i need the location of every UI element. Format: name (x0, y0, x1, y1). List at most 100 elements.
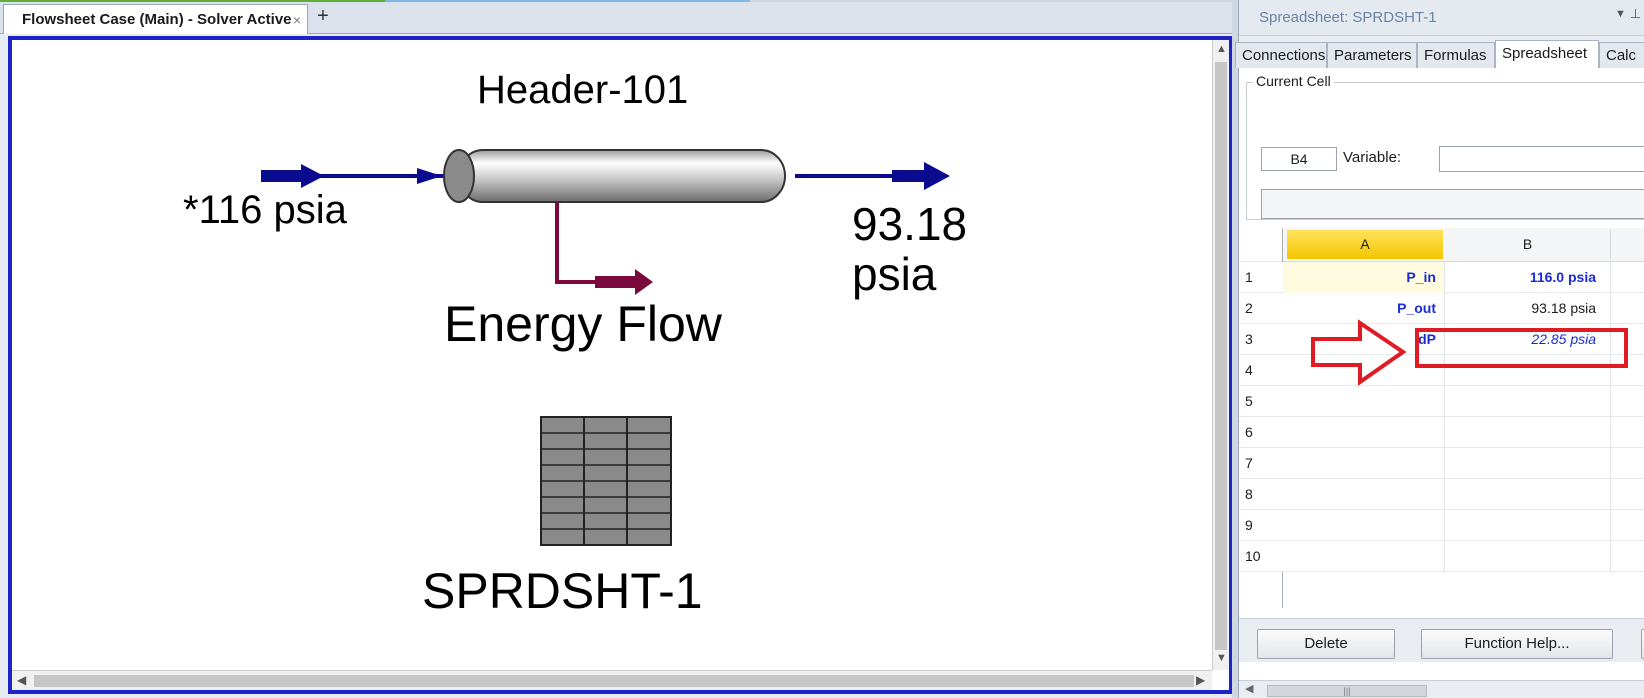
horizontal-scroll-thumb[interactable]: ||| (1267, 685, 1427, 697)
table-row: P_out 93.18 psia (1283, 293, 1644, 324)
cell-b2[interactable]: 93.18 psia (1445, 293, 1611, 324)
table-row (1283, 479, 1644, 510)
cell-a6[interactable] (1283, 417, 1445, 448)
tab-parameters[interactable]: Parameters (1327, 42, 1417, 68)
cell-a3[interactable]: dP (1283, 324, 1445, 355)
table-row: P_in 116.0 psia (1283, 262, 1644, 293)
cell-b8[interactable] (1445, 479, 1611, 510)
cell-b5[interactable] (1445, 386, 1611, 417)
table-row (1283, 541, 1644, 572)
variable-label: Variable: (1343, 149, 1402, 166)
cell-a4[interactable] (1283, 355, 1445, 386)
cell-b1[interactable]: 116.0 psia (1445, 262, 1611, 293)
flowsheet-drawing (261, 149, 950, 546)
function-help-button[interactable]: Function Help... (1421, 629, 1613, 659)
flowsheet-canvas[interactable]: Header-101 *116 psia 93.18 psia Energy F… (12, 40, 1212, 670)
cell-b3[interactable]: 22.85 psia (1445, 324, 1611, 355)
cell-a1[interactable]: P_in (1283, 262, 1445, 293)
scroll-right-icon[interactable]: ▶ (1196, 673, 1206, 687)
document-tab-strip: Flowsheet Case (Main) - Solver Active × … (0, 0, 1238, 34)
row-header-4[interactable]: 4 (1239, 355, 1283, 386)
property-view-titlebar: Spreadsheet: SPRDSHT-1 ▼ ⊥ (1239, 0, 1644, 36)
cell-b10[interactable] (1445, 541, 1611, 572)
current-cell-group: Current Cell B4 Variable: (1246, 73, 1644, 220)
spreadsheet-grid[interactable]: A B 1 P_in 116.0 psia 2 P_out 93.18 psia… (1239, 228, 1644, 608)
spreadsheet-tab-content: Current Cell B4 Variable: A B 1 P_in 11 (1239, 68, 1644, 698)
table-row (1283, 386, 1644, 417)
outlet-pressure-value[interactable]: 93.18 (852, 198, 968, 250)
pin-icon[interactable]: ⊥ (1630, 6, 1642, 21)
spreadsheet-icon[interactable] (540, 416, 672, 546)
spreadsheet-property-view: Spreadsheet: SPRDSHT-1 ▼ ⊥ Connections P… (1235, 0, 1644, 698)
cell-b7[interactable] (1445, 448, 1611, 479)
cell-a8[interactable] (1283, 479, 1445, 510)
cell-a10[interactable] (1283, 541, 1445, 572)
scroll-left-icon[interactable]: ◀ (17, 673, 27, 687)
vertical-scroll-thumb[interactable] (1215, 62, 1227, 650)
tab-spreadsheet[interactable]: Spreadsheet (1495, 40, 1599, 69)
tab-connections[interactable]: Connections (1235, 42, 1327, 68)
spreadsheet-label[interactable]: SPRDSHT-1 (422, 563, 703, 619)
overflow-button[interactable] (1641, 629, 1644, 659)
canvas-vertical-scrollbar[interactable]: ▲ ▼ (1212, 40, 1229, 670)
tab-strip-accent (0, 0, 1238, 2)
horizontal-scroll-thumb[interactable] (34, 675, 1194, 687)
table-row (1283, 448, 1644, 479)
tab-formulas[interactable]: Formulas (1417, 42, 1495, 68)
row-header-7[interactable]: 7 (1239, 448, 1283, 479)
column-header-b[interactable]: B (1445, 230, 1611, 259)
table-row (1283, 355, 1644, 386)
current-cell-reference: B4 (1261, 147, 1337, 171)
header-101-vessel[interactable] (443, 149, 786, 203)
property-view-horizontal-scrollbar[interactable]: ◀ ||| (1239, 680, 1644, 698)
row-header-6[interactable]: 6 (1239, 417, 1283, 448)
tab-flowsheet-case-label: Flowsheet Case (Main) - Solver Active (22, 11, 292, 28)
add-tab-icon[interactable]: + (317, 5, 329, 27)
cell-b9[interactable] (1445, 510, 1611, 541)
header-101-label[interactable]: Header-101 (477, 68, 689, 112)
delete-button[interactable]: Delete (1257, 629, 1395, 659)
canvas-horizontal-scrollbar[interactable]: ◀ ▶ (12, 670, 1212, 690)
cell-a7[interactable] (1283, 448, 1445, 479)
row-header-9[interactable]: 9 (1239, 510, 1283, 541)
outlet-pressure-unit[interactable]: psia (852, 248, 937, 300)
pane-splitter[interactable] (1232, 0, 1238, 698)
property-view-title: Spreadsheet: SPRDSHT-1 (1259, 9, 1437, 26)
tab-calc[interactable]: Calc (1599, 42, 1644, 68)
energy-flow-label[interactable]: Energy Flow (444, 296, 722, 352)
dropdown-chevron-icon[interactable]: ▼ (1615, 8, 1626, 20)
flowsheet-canvas-frame: Header-101 *116 psia 93.18 psia Energy F… (8, 36, 1233, 694)
column-header-a[interactable]: A (1287, 230, 1443, 259)
inlet-stream-arrow[interactable] (261, 164, 444, 188)
current-cell-legend: Current Cell (1253, 73, 1334, 89)
inlet-pressure-label[interactable]: *116 psia (183, 188, 347, 232)
cell-b6[interactable] (1445, 417, 1611, 448)
cell-a9[interactable] (1283, 510, 1445, 541)
tab-flowsheet-case[interactable]: Flowsheet Case (Main) - Solver Active × (3, 4, 308, 34)
cell-formula-field[interactable] (1261, 189, 1644, 219)
row-header-5[interactable]: 5 (1239, 386, 1283, 417)
energy-stream-arrow[interactable] (555, 202, 653, 295)
close-icon[interactable]: × (292, 12, 301, 28)
column-header-row: A B (1283, 228, 1644, 262)
row-header-2[interactable]: 2 (1239, 293, 1283, 324)
outlet-stream-arrow[interactable] (795, 162, 950, 190)
row-header-10[interactable]: 10 (1239, 541, 1283, 572)
row-header-1[interactable]: 1 (1239, 262, 1283, 293)
row-header-3[interactable]: 3 (1239, 324, 1283, 355)
cell-a5[interactable] (1283, 386, 1445, 417)
scroll-down-icon[interactable]: ▼ (1216, 652, 1227, 664)
cell-a2[interactable]: P_out (1283, 293, 1445, 324)
grid-corner (1239, 228, 1283, 262)
row-header-8[interactable]: 8 (1239, 479, 1283, 510)
flowsheet-pane: Flowsheet Case (Main) - Solver Active × … (0, 0, 1238, 698)
scroll-left-icon[interactable]: ◀ (1245, 683, 1254, 695)
cell-b4[interactable] (1445, 355, 1611, 386)
variable-field[interactable] (1439, 146, 1644, 172)
property-view-tabs: Connections Parameters Formulas Spreadsh… (1235, 40, 1644, 69)
property-view-button-bar: Delete Function Help... (1239, 618, 1644, 662)
table-row (1283, 417, 1644, 448)
scroll-up-icon[interactable]: ▲ (1216, 43, 1227, 55)
table-row: dP 22.85 psia (1283, 324, 1644, 355)
